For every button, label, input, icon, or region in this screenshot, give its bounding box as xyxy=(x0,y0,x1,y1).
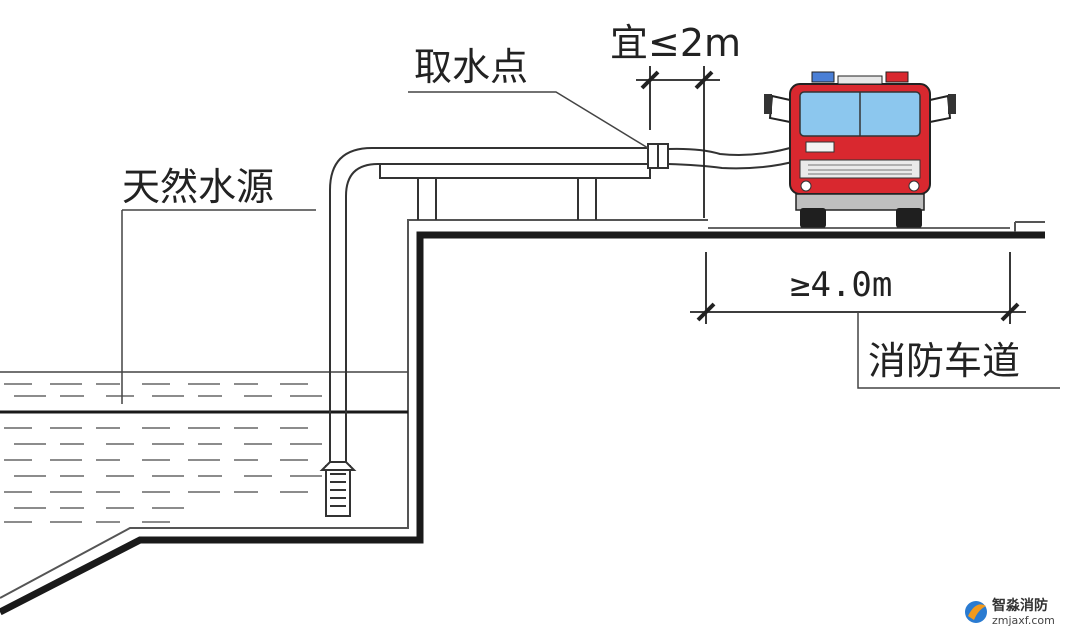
fire-truck xyxy=(764,71,956,228)
ground-profile xyxy=(0,219,1045,616)
watermark-url: zmjaxf.com xyxy=(992,614,1055,627)
leader-lines xyxy=(121,91,1060,404)
distance-dimension xyxy=(636,66,720,218)
watermark-name: 智淼消防 xyxy=(991,597,1048,614)
intake-pipe xyxy=(319,147,648,517)
intake-point-label: 取水点 xyxy=(414,45,528,89)
suction-hose xyxy=(647,143,801,170)
road-width-label: ≥4.0m xyxy=(790,265,892,305)
water-body xyxy=(0,371,408,523)
distance-label: 宜≤2m xyxy=(610,21,741,65)
water-source-label: 天然水源 xyxy=(122,165,274,209)
watermark: 智淼消防 zmjaxf.com xyxy=(965,597,1055,627)
fire-lane-label: 消防车道 xyxy=(868,339,1020,383)
water-ripples xyxy=(4,383,322,523)
intake-platform xyxy=(379,163,651,220)
